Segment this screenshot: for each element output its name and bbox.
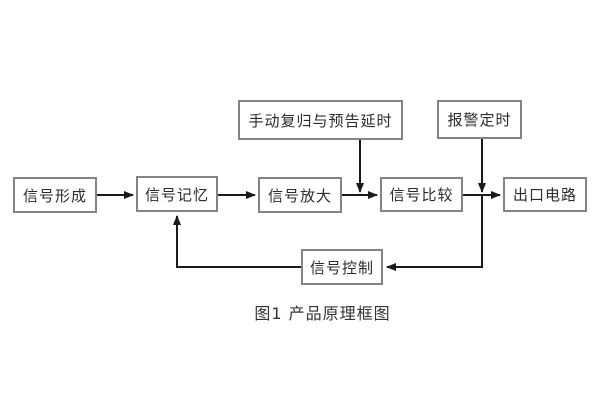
block-manual-reset-delay: 手动复归与预告延时 <box>238 100 403 140</box>
connector-junction-to-control <box>386 196 483 271</box>
block-signal-control: 信号控制 <box>301 249 383 285</box>
block-signal-memory: 信号记忆 <box>136 176 218 212</box>
block-alarm-timing: 报警定时 <box>437 100 522 139</box>
figure-caption: 图1 产品原理框图 <box>254 304 391 323</box>
block-signal-formation: 信号形成 <box>13 177 97 213</box>
block-signal-amplify: 信号放大 <box>258 177 342 213</box>
block-output-circuit: 出口电路 <box>503 177 587 212</box>
block-signal-compare: 信号比较 <box>380 177 463 212</box>
connector-control-to-memory <box>173 215 301 268</box>
